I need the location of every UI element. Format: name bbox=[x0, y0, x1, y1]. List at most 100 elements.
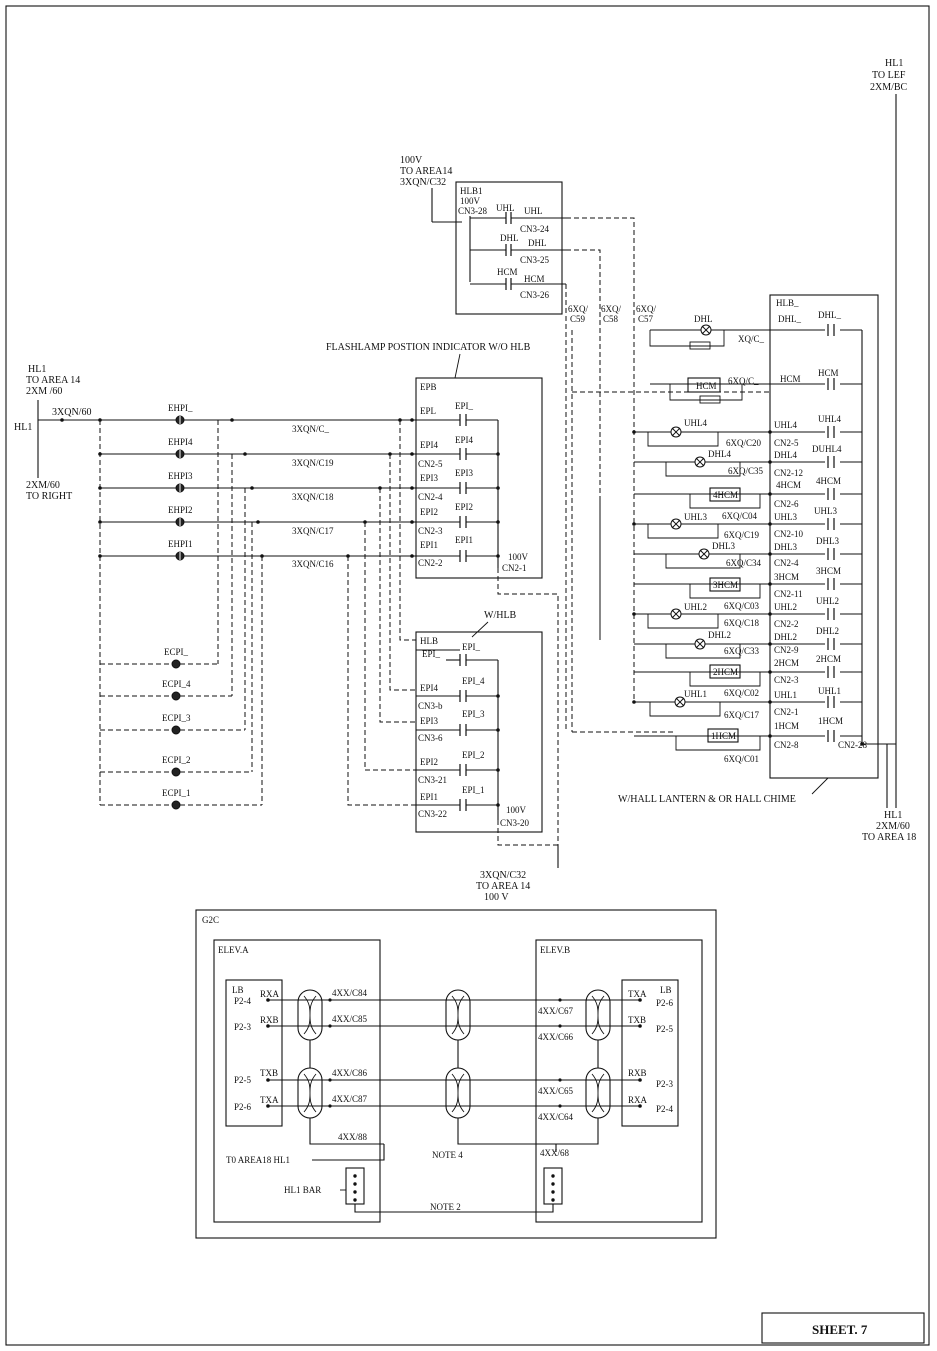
hlb-lower-row4-cn: CN3-22 bbox=[418, 809, 447, 819]
hlb-right-r6-left: DHL3 bbox=[774, 542, 797, 552]
hlb-right-r12-cn: CN2-8 bbox=[774, 740, 799, 750]
ehpi-lamp-4 bbox=[175, 551, 185, 561]
left-sig-0: RXA bbox=[260, 989, 280, 999]
cable-tag-c57: 6XQ/ bbox=[636, 304, 656, 314]
hlb-right-r6-cn: CN2-4 bbox=[774, 558, 799, 568]
area14-top-voltage: 100V bbox=[400, 155, 423, 166]
hlb1-row3-right: HCM bbox=[524, 274, 545, 284]
lamp-dhl3 bbox=[698, 548, 710, 560]
right-cable-2: 4XX/C65 bbox=[538, 1086, 574, 1096]
hlb-lower-row3-cn: CN3-21 bbox=[418, 775, 447, 785]
ehpi-label-1: EHPI4 bbox=[168, 437, 193, 447]
ehpi-label-0: EHPI_ bbox=[168, 403, 193, 413]
hlb-right-r5-left: UHL3 bbox=[774, 512, 797, 522]
hlb-right-r1-left: HCM bbox=[780, 374, 801, 384]
ecpi-lamps: ECPI_ ECPI_4 ECPI_3 ECPI_2 ECPI_1 bbox=[100, 647, 262, 810]
hlb-lower-row4-left: EPI1 bbox=[420, 792, 438, 802]
hl1-right-to: TO RIGHT bbox=[26, 491, 72, 502]
ecpi-label-0: ECPI_ bbox=[164, 647, 189, 657]
hl1-bottom-label: HL1 bbox=[884, 810, 902, 821]
hlb-right-r5-right: UHL3 bbox=[814, 506, 837, 516]
epb-row0-left: EPL bbox=[420, 406, 436, 416]
lamp-tag-6: 6XQ/C19 bbox=[724, 530, 760, 540]
lamp-uhl2 bbox=[670, 608, 682, 620]
hlb-right-r3-cn: CN2-12 bbox=[774, 468, 803, 478]
feeder-cable-2: 3XQN/C18 bbox=[292, 492, 334, 502]
twisted-pair-right bbox=[585, 989, 611, 1119]
feeder-cable-1: 3XQN/C19 bbox=[292, 458, 334, 468]
elev-b-box bbox=[535, 939, 703, 1223]
left-sig-2: TXB bbox=[260, 1068, 278, 1078]
hlb-lower-row3-left: EPI2 bbox=[420, 757, 438, 767]
hlb-lower-row1-right: EPI_4 bbox=[462, 676, 485, 686]
right-pin-1: P2-5 bbox=[656, 1024, 674, 1034]
epb-row2-right: EPI3 bbox=[455, 468, 474, 478]
hlb-right-r7-left: 3HCM bbox=[774, 572, 799, 582]
feeder-cable-0: 3XQN/C_ bbox=[292, 424, 330, 434]
cable-tag-c57-b: C57 bbox=[638, 314, 654, 324]
epb-block: EPB EPL EPI_ EPI4 EPI4 CN2-5 EPI3 EPI3 C… bbox=[410, 377, 559, 855]
left-pin-2: P2-5 bbox=[234, 1075, 252, 1085]
lb-right-box bbox=[621, 979, 679, 1127]
elev-b-label: ELEV.B bbox=[540, 945, 570, 955]
left-pin-0: P2-4 bbox=[234, 996, 252, 1006]
hlb-right-block: HLB_ bbox=[571, 294, 896, 779]
area14-top-cable: 3XQN/C32 bbox=[400, 177, 446, 188]
right-sig-0: TXA bbox=[628, 989, 647, 999]
feeder-cable-4: 3XQN/C16 bbox=[292, 559, 334, 569]
hlb1-row2-cn: CN3-25 bbox=[520, 255, 549, 265]
ecpi-label-4: ECPI_1 bbox=[162, 788, 191, 798]
ecpi-dashed-risers bbox=[99, 420, 416, 806]
hlb1-box bbox=[455, 181, 563, 315]
g2c-title: G2C bbox=[202, 915, 219, 925]
hlb-right-r8-left: UHL2 bbox=[774, 602, 797, 612]
left-cable-1: 4XX/C85 bbox=[332, 1014, 368, 1024]
g2c-box bbox=[195, 909, 717, 1239]
hlb-right-r2-right: UHL4 bbox=[818, 414, 841, 424]
cable-tag-c58: 6XQ/ bbox=[601, 304, 621, 314]
lamp-tag-11: 6XQ/C33 bbox=[724, 646, 760, 656]
epb-row4-right: EPI1 bbox=[455, 535, 473, 545]
hlb-right-r11-cn: CN2-1 bbox=[774, 707, 799, 717]
hlb-lower-row3-right: EPI_2 bbox=[462, 750, 485, 760]
sheet-label: SHEET. 7 bbox=[812, 1322, 868, 1337]
elev-a-label: ELEV.A bbox=[218, 945, 249, 955]
hl1-left-cable: 2XM /60 bbox=[26, 386, 62, 397]
cable-tag-c59-b: C59 bbox=[570, 314, 586, 324]
hl1-top-cable: 2XM/BC bbox=[870, 82, 908, 93]
epb-row3-right: EPI2 bbox=[455, 502, 473, 512]
right-pin-3: P2-4 bbox=[656, 1104, 674, 1114]
lamp-label-9: UHL2 bbox=[684, 602, 707, 612]
hlb-right-r4-left: 4HCM bbox=[776, 480, 801, 490]
hlb-right-r10-right: 2HCM bbox=[816, 654, 841, 664]
g2c-block: G2C ELEV.A ELEV.B LB LB RXA P2-4 RXB P2-… bbox=[195, 909, 717, 1239]
twisted-pair-middle bbox=[445, 989, 471, 1119]
flashlamp-caption: FLASHLAMP POSTION INDICATOR W/O HLB bbox=[326, 342, 531, 353]
left-pin-3: P2-6 bbox=[234, 1102, 252, 1112]
epb-box bbox=[415, 377, 543, 579]
feeder-cable-3: 3XQN/C17 bbox=[292, 526, 334, 536]
hlb1-block: 100V TO AREA14 3XQN/C32 HLB1 100V CN3-28… bbox=[400, 155, 656, 732]
ehpi-lamp-1 bbox=[175, 449, 185, 459]
hlb-right-r9-right: DHL2 bbox=[816, 626, 839, 636]
hlb-right-r10-cn: CN2-3 bbox=[774, 675, 799, 685]
lamp-tag-7: 6XQ/C34 bbox=[726, 558, 762, 568]
hlb-right-r9-left: DHL2 bbox=[774, 632, 797, 642]
hlb-right-r11-right: UHL1 bbox=[818, 686, 841, 696]
ecpi-label-3: ECPI_2 bbox=[162, 755, 191, 765]
right-pin-2: P2-3 bbox=[656, 1079, 674, 1089]
lamp-label-0: DHL bbox=[694, 314, 713, 324]
hl1-right-cable: 2XM/60 bbox=[26, 480, 60, 491]
left-sig-1: RXB bbox=[260, 1015, 279, 1025]
epb-title: EPB bbox=[420, 382, 437, 392]
hlb-right-box bbox=[769, 294, 879, 779]
right-sig-3: RXA bbox=[628, 1095, 648, 1105]
area14-top-to: TO AREA14 bbox=[400, 166, 452, 177]
hlb-right-out-cn: CN2-28 bbox=[838, 740, 867, 750]
right-cable-1: 4XX/C66 bbox=[538, 1032, 574, 1042]
epb-row1-left: EPI4 bbox=[420, 440, 439, 450]
hlb1-row1-right: UHL bbox=[524, 206, 543, 216]
hlb-right-r0-right: DHL_ bbox=[818, 310, 841, 320]
to-area18-label: T0 AREA18 HL1 bbox=[226, 1155, 290, 1165]
epb-row2-left: EPI3 bbox=[420, 473, 439, 483]
